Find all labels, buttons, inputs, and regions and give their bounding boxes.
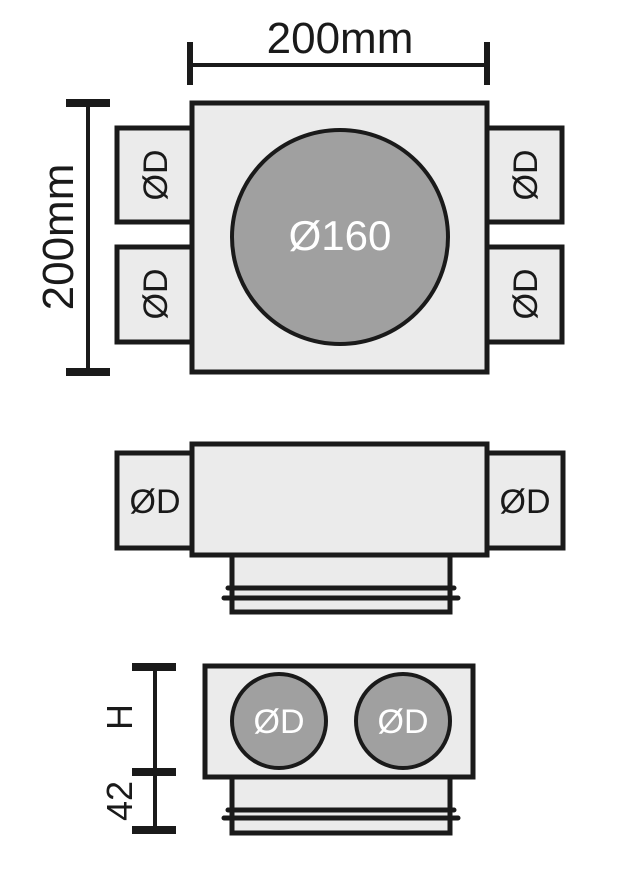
side-view: ØD ØD: [114, 441, 566, 615]
plenum-body: [189, 441, 490, 558]
port-label: ØD: [507, 269, 545, 320]
port-circle: [354, 672, 452, 770]
port-label: ØD: [507, 150, 545, 201]
port-circle: [230, 672, 328, 770]
port-label: ØD: [137, 269, 175, 320]
width-dimension-label: 200mm: [267, 14, 414, 63]
main-outlet-label: Ø160: [289, 212, 392, 259]
spigot-height-label: 42: [99, 781, 140, 821]
side-port-box: [114, 450, 195, 551]
side-port-box: [114, 125, 195, 225]
front-view: H 42 ØD ØD: [99, 663, 476, 836]
port-label: ØD: [137, 150, 175, 201]
height-dimension-label: 200mm: [34, 164, 83, 311]
port-label: ØD: [378, 703, 429, 741]
main-outlet-circle: [230, 128, 450, 346]
side-port-box: [484, 125, 565, 225]
port-label: ØD: [130, 483, 181, 521]
port-label: ØD: [254, 703, 305, 741]
spigot: [229, 774, 453, 836]
spigot: [229, 552, 453, 615]
height-label: H: [99, 704, 140, 730]
top-view: 200mm 200mm ØD ØD ØD ØD Ø160: [34, 14, 565, 376]
side-port-box: [484, 244, 565, 345]
port-label: ØD: [500, 483, 551, 521]
side-port-box: [484, 450, 566, 551]
